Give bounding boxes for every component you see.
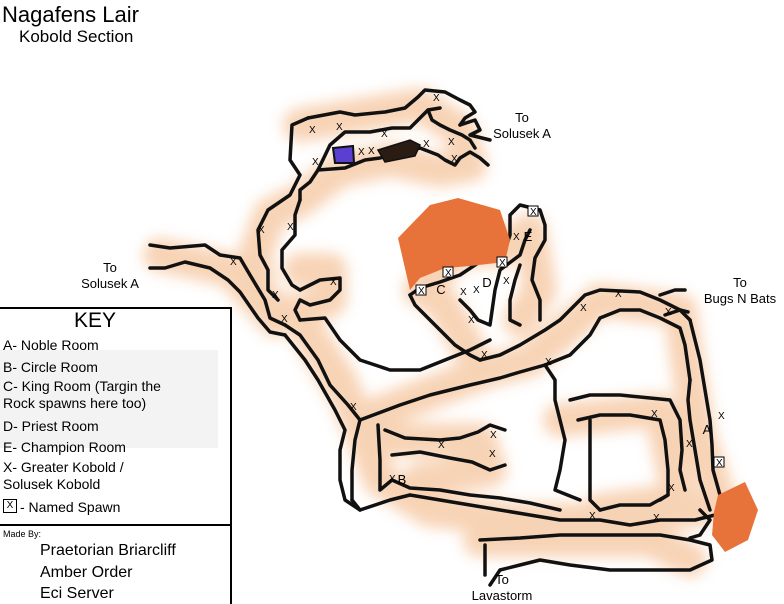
- room-label-c: C: [436, 282, 446, 297]
- kobold-marker: X: [451, 154, 458, 165]
- key-item-greater-kobold: X- Greater Kobold / Solusek Kobold: [3, 459, 124, 492]
- exit-lavastorm: To Lavastorm: [471, 572, 533, 603]
- exit-solusek-a-west: To Solusek A: [81, 260, 139, 291]
- key-divider: [0, 524, 230, 526]
- kobold-marker: X: [589, 511, 596, 522]
- kobold-marker: X: [489, 449, 496, 460]
- room-label-e: E: [523, 229, 533, 244]
- made-by-label: Made By:: [3, 529, 42, 539]
- kobold-marker: X: [281, 314, 288, 325]
- kobold-marker: X: [651, 409, 658, 420]
- key-shade: [0, 350, 218, 448]
- room-label-b: B: [397, 472, 407, 487]
- kobold-marker: X: [438, 440, 445, 451]
- kobold-marker: X: [503, 276, 510, 287]
- kobold-marker: X: [309, 125, 316, 136]
- kobold-marker: X: [448, 137, 455, 148]
- key-item-king-room: C- King Room (Targin the Rock spawns her…: [3, 378, 161, 411]
- kobold-marker: X: [545, 357, 552, 368]
- kobold-marker: X: [230, 257, 237, 268]
- kobold-marker: X: [350, 402, 357, 413]
- dark-block: [376, 139, 421, 163]
- cave-walls: [148, 88, 722, 587]
- lava-pool-north: [398, 198, 510, 290]
- kobold-marker: X: [381, 129, 388, 140]
- map-title: Nagafens Lair: [2, 2, 139, 27]
- key-title: KEY: [73, 309, 117, 332]
- named-spawn-box: [713, 456, 725, 468]
- named-spawn-box: [442, 266, 454, 278]
- kobold-marker: X: [368, 146, 375, 157]
- exit-solusek-a-north: To Solusek A: [493, 110, 551, 141]
- named-spawn-marker: X: [445, 268, 452, 279]
- kobold-marker: X: [481, 350, 488, 361]
- kobold-marker: X: [580, 303, 587, 314]
- kobold-marker: X: [490, 430, 497, 441]
- kobold-marker: X: [287, 222, 294, 233]
- map-subtitle: Kobold Section: [19, 27, 134, 46]
- kobold-marker: X: [312, 157, 319, 168]
- named-spawn-box: [415, 284, 427, 296]
- kobold-marker: X: [513, 232, 520, 243]
- kobold-marker: X: [686, 439, 693, 450]
- kobold-marker: X: [336, 122, 343, 133]
- portal-block: [331, 144, 356, 164]
- kobold-marker: X: [460, 287, 467, 298]
- exit-bugs-n-bats: To Bugs N Bats: [703, 275, 777, 306]
- named-spawn-marker: X: [418, 286, 425, 297]
- named-spawn-box: [527, 205, 539, 217]
- kobold-marker: X: [433, 93, 440, 104]
- kobold-marker: X: [718, 411, 725, 422]
- named-spawn-box: [496, 256, 508, 268]
- named-spawn-marker: X: [530, 207, 537, 218]
- kobold-marker: X: [668, 483, 675, 494]
- named-spawn-marker: X: [716, 458, 723, 469]
- lava-pool-east: [712, 482, 758, 552]
- kobold-marker: X: [258, 225, 265, 236]
- kobold-marker: X: [615, 289, 622, 300]
- kobold-marker: X: [665, 307, 672, 318]
- room-label-a: A: [702, 422, 712, 437]
- kobold-marker: X: [468, 315, 475, 326]
- named-spawn-marker: X: [499, 258, 506, 269]
- kobold-marker: X: [423, 139, 430, 150]
- kobold-marker: X: [653, 513, 660, 524]
- map-key: KEY A- Noble Room B- Circle Room C- King…: [0, 307, 232, 604]
- key-item-champion-room: E- Champion Room: [3, 439, 126, 455]
- credit-guild: Amber Order: [40, 564, 133, 581]
- credit-author: Praetorian Briarcliff: [40, 542, 176, 559]
- room-label-d: D: [482, 275, 492, 290]
- key-item-circle-room: B- Circle Room: [3, 359, 98, 375]
- kobold-marker: X: [389, 474, 396, 485]
- key-item-priest-room: D- Priest Room: [3, 418, 99, 434]
- kobold-marker: X: [272, 290, 279, 301]
- named-spawn-key-icon: X: [3, 499, 17, 513]
- key-item-named-spawn: - Named Spawn: [20, 499, 121, 515]
- kobold-marker: X: [358, 147, 365, 158]
- credit-server: Eci Server: [40, 585, 114, 602]
- kobold-marker: X: [330, 277, 337, 288]
- kobold-marker: X: [473, 285, 480, 296]
- key-item-noble-room: A- Noble Room: [3, 337, 99, 353]
